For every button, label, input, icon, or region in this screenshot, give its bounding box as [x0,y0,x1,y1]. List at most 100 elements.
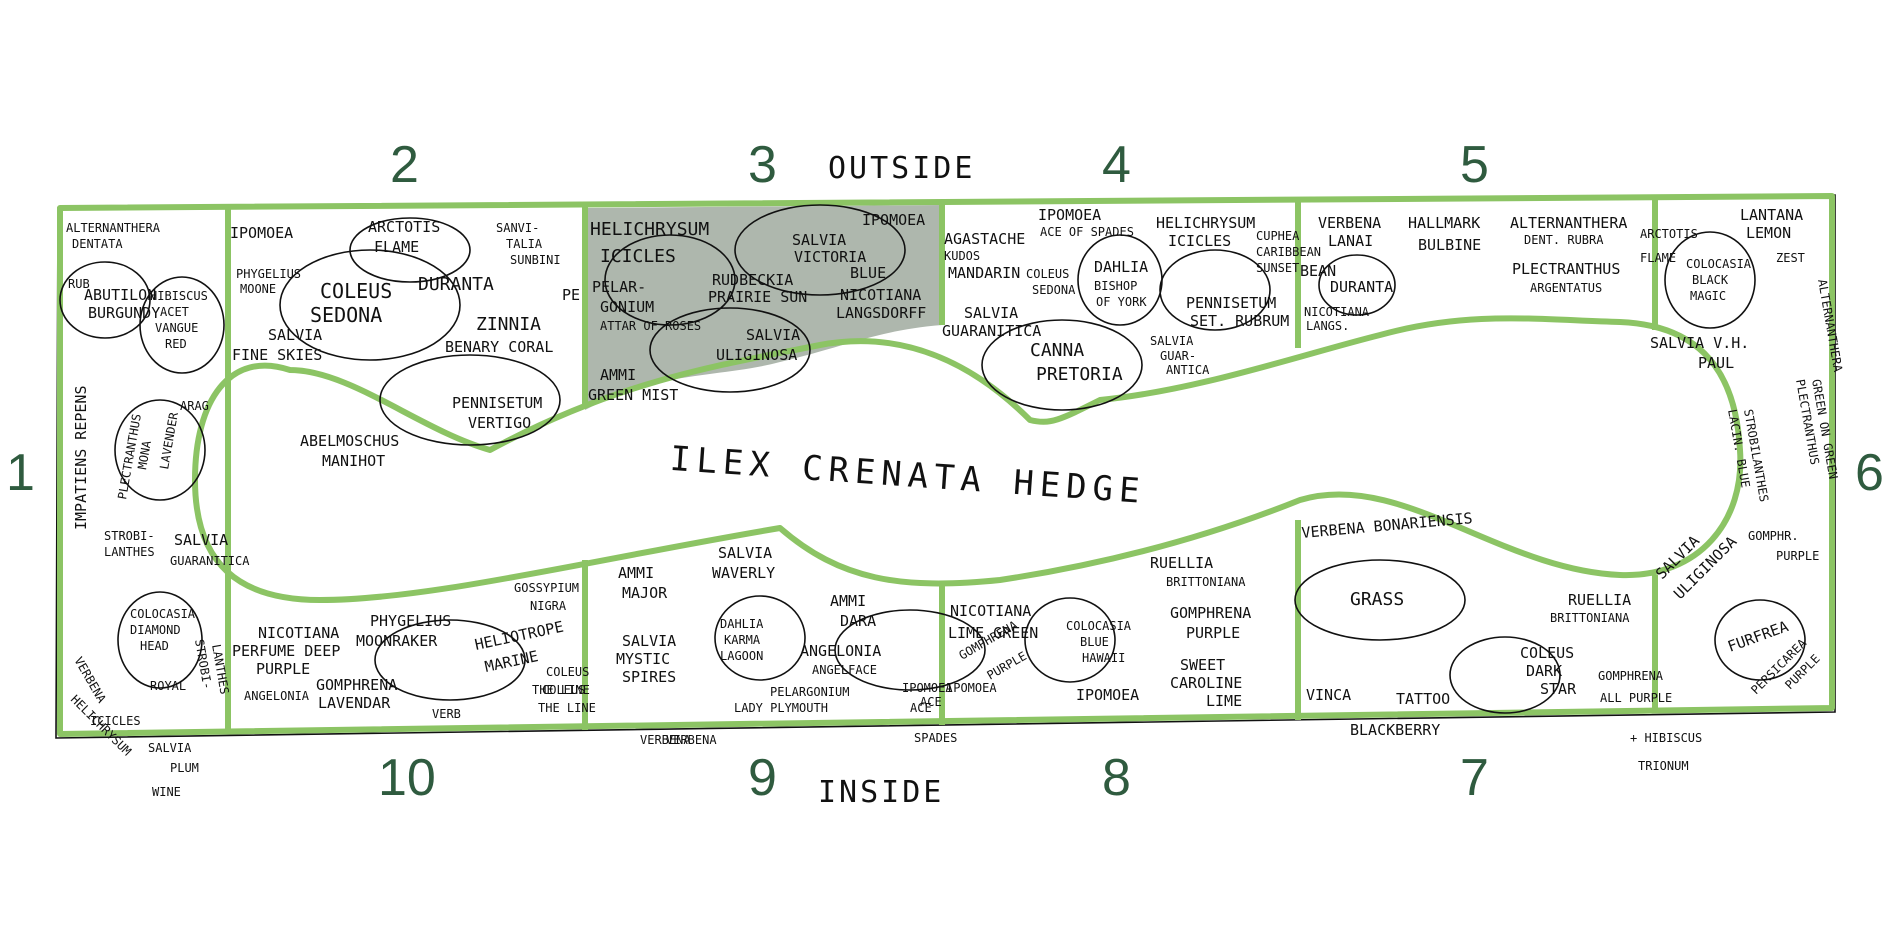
plant-label: LANGSDORFF [836,304,926,322]
plant-label: PLECTRANTHUS [1512,260,1620,278]
plant-bubbles [59,204,1806,714]
plant-label: PENNISETUM [1186,294,1276,312]
plant-label: IPOMOEA [230,224,293,242]
plant-label: ICICLES [1168,232,1231,250]
plant-label: BRITTONIANA [1166,575,1246,589]
plant-label: NICOTIANA [1304,305,1370,319]
plant-label: BURGUNDY [88,304,160,322]
plant-label: DARK [1526,662,1562,680]
plant-label: SALVIA [148,741,192,755]
plant-label: KUDOS [944,249,980,263]
plant-label: STROBI- [104,529,155,543]
plant-label: HELICHRYSUM [1156,214,1255,232]
plant-label: ARAG [180,399,209,413]
section-3-shading [585,205,942,410]
plant-label: LAVENDER [157,410,181,470]
plant-label: VERBENA [666,733,717,747]
section-5-plants: VERBENA LANAI HALLMARK BULBINE ALTERNANT… [1300,214,1698,333]
plant-label: GOMPHRENA [1598,669,1664,683]
plant-label: GRASS [1350,589,1404,610]
plant-label: CANNA [1030,340,1084,361]
plant-label: GUAR- [1160,349,1196,363]
plant-label: BLUE [850,264,886,282]
plant-label: GONIUM [600,298,654,316]
plant-label: PHYGELIUS [236,267,301,281]
plant-label: ANTICA [1166,363,1210,377]
section-dividers [225,198,1658,734]
section-number-2: 2 [390,136,419,194]
section-number-7: 7 [1460,749,1489,807]
plant-label: ABELMOSCHUS [300,432,399,450]
plant-label: HELIOTROPE [473,618,565,654]
plant-label: ANGELONIA [800,642,881,660]
plant-label: SALVIA [622,632,676,650]
plant-label: MONA [135,439,154,471]
section-number-3: 3 [748,136,777,194]
plant-label: BEAN [1300,262,1336,280]
plant-label: SWEET [1180,656,1225,674]
plant-label: CAROLINE [1170,674,1242,692]
plant-label: SALVIA [964,304,1018,322]
plant-label: SET. RUBRUM [1190,312,1289,330]
plant-label: GREEN MIST [588,386,678,404]
plant-label: GOMPHRENA [1170,604,1251,622]
plant-label: LANTHES [104,545,155,559]
plant-label: AMMI [600,366,636,384]
plant-label: ZINNIA [476,314,541,335]
plant-label: IMPATIENS REPENS [72,386,90,531]
plant-label: KARMA [724,633,761,647]
plant-label: MAJOR [622,584,668,602]
plant-label: PERFUME DEEP [232,642,340,660]
plant-label: ALTERNANTHERA [66,221,161,235]
plant-label: PELAR- [592,278,646,296]
plant-label: STAR [1540,680,1577,698]
plant-label: GUARANITICA [942,322,1041,340]
plant-label: COLEUS [1026,267,1069,281]
plant-label: BLACK [1692,273,1729,287]
plant-label: AGASTACHE [944,230,1025,248]
plant-label: ROYAL [150,679,186,693]
plant-label: BLACKBERRY [1350,721,1440,739]
plant-label: PURPLE [985,649,1030,683]
section-1-plants: ALTERNANTHERA DENTATA RUB ABUTILON BURGU… [66,221,250,758]
plant-label: LIME GREEN [948,624,1038,642]
plant-label: COLOCASIA [1066,619,1132,633]
section-7-plants: VERBENA BONARIENSIS GRASS RUELLIA BRITTO… [1301,509,1702,773]
plant-label: RUDBECKIA [712,271,793,289]
plant-label: SANVI- [496,221,539,235]
plant-label: ALTERNANTHERA [1815,278,1845,374]
plant-label: PURPLE [256,660,310,678]
plant-label: GOSSYPIUM [514,581,579,595]
plant-label: PE [562,286,580,304]
plant-label: VERBENA [1318,214,1381,232]
plant-label: CUPHEA [1256,229,1300,243]
plant-label: IPOMOEA [902,681,953,695]
plant-label: SALVIA [1150,334,1194,348]
plant-label: DENT. RUBRA [1524,233,1604,247]
plant-label: DAHLIA [1094,258,1148,276]
plant-label: WINE [152,785,181,799]
plant-label: LAVENDAR [318,694,391,712]
plant-label: CARIBBEAN [1256,245,1321,259]
plant-label: ACE OF SPADES [1040,225,1134,239]
plant-label: RUB [68,277,90,291]
plant-label: IPOMOEA [1076,686,1139,704]
plant-label: PURPLE [1776,549,1819,563]
plant-label: IPOMOEA [862,211,925,229]
plant-label: COLOCASIA [130,607,196,621]
plant-label: RUELLIA [1150,554,1213,572]
plant-label: HELICHRYSUM [590,219,709,240]
plant-label: ARGENTATUS [1530,281,1602,295]
section-number-1: 1 [6,444,35,502]
plant-label: IPOMOEA [1038,206,1101,224]
plant-label: MAGIC [1690,289,1726,303]
plant-label: LANAI [1328,232,1373,250]
plant-label: LADY PLYMOUTH [734,701,828,715]
plant-label: WAVERLY [712,564,775,582]
plant-label: ULIGINOSA [716,346,797,364]
plant-label: GUARANITICA [170,554,250,568]
plant-label: NICOTIANA [950,602,1031,620]
section-number-4: 4 [1102,136,1131,194]
section-number-6: 6 [1855,444,1884,502]
